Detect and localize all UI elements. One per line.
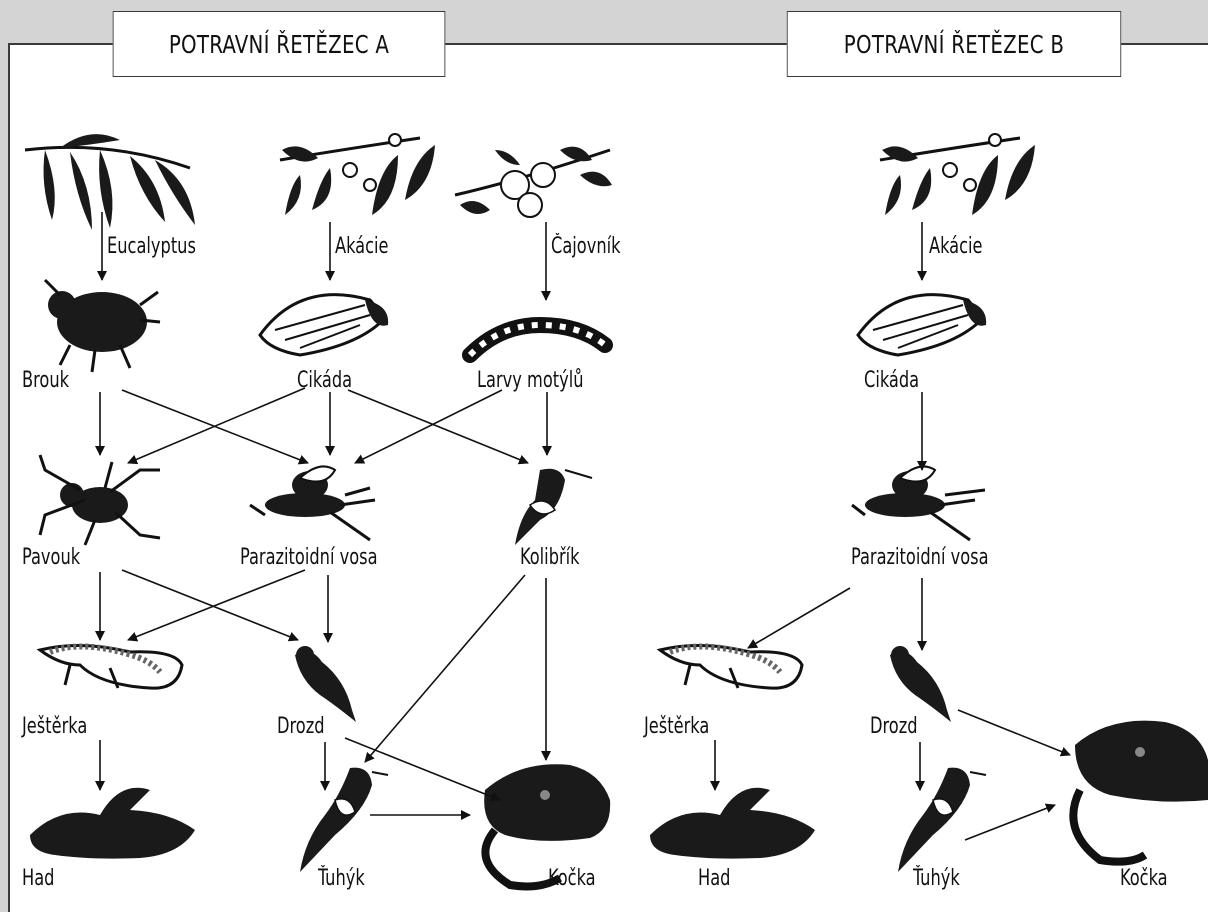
label-vosa: Parazitoidní vosa [240, 547, 378, 569]
shrike-icon [300, 768, 388, 872]
arrow-vosa-jesterka [128, 570, 305, 640]
label-cikada: Cikáda [297, 370, 352, 392]
thrush-icon [295, 646, 356, 722]
acacia-plant-icon [280, 134, 435, 215]
label-larvy: Larvy motýlů [477, 370, 584, 392]
arrow-kolibrik-tuhyk [365, 575, 525, 762]
wasp-b-icon [852, 466, 985, 540]
snake-b-icon [650, 788, 815, 859]
snake-icon [30, 788, 195, 859]
eucalyptus-plant-icon [25, 134, 195, 230]
label-b-had: Had [698, 868, 730, 890]
label-kocka: Kočka [548, 868, 596, 890]
thrush-b-icon [890, 646, 951, 722]
label-b-tuhyk: Ťuhýk [913, 868, 960, 890]
arrow-pavouk-drozd [122, 570, 298, 640]
lizard-b-icon [660, 645, 802, 688]
arrow-cikada-kolibrik [348, 390, 528, 463]
lizard-icon [40, 645, 182, 688]
label-eucalyptus: Eucalyptus [107, 236, 196, 258]
label-cajovnik: Čajovník [551, 236, 621, 258]
label-b-kocka: Kočka [1120, 868, 1168, 890]
label-b-drozd: Drozd [870, 716, 918, 738]
acacia-plant-b-icon [880, 134, 1035, 215]
shrike-b-icon [898, 768, 986, 872]
label-b-vosa: Parazitoidní vosa [851, 547, 989, 569]
tea-plant-icon [455, 147, 612, 217]
label-drozd: Drozd [277, 716, 325, 738]
label-b-cikada: Cikáda [864, 370, 919, 392]
label-had: Had [22, 868, 54, 890]
cat-b-icon [1073, 721, 1208, 862]
arrow-b-tuhyk-kocka [965, 805, 1055, 840]
label-tuhyk: Ťuhýk [318, 868, 365, 890]
beetle-icon [45, 280, 160, 372]
caterpillar-icon [470, 325, 605, 355]
arrow-b-drozd-kocka [958, 710, 1070, 755]
label-b-jesterka: Ještěrka [644, 716, 709, 738]
spider-icon [40, 455, 160, 545]
label-pavouk: Pavouk [22, 547, 80, 569]
label-akacie: Akácie [335, 236, 389, 258]
label-brouk: Brouk [22, 370, 69, 392]
wasp-icon [250, 466, 375, 540]
hummingbird-icon [515, 469, 592, 545]
label-b-akacie: Akácie [929, 236, 983, 258]
cicada-b-icon [858, 295, 986, 355]
label-kolibrik: Kolibřík [520, 547, 580, 569]
arrow-b-vosa-jesterka [748, 588, 850, 648]
cicada-icon [260, 295, 388, 355]
label-jesterka: Ještěrka [22, 716, 87, 738]
